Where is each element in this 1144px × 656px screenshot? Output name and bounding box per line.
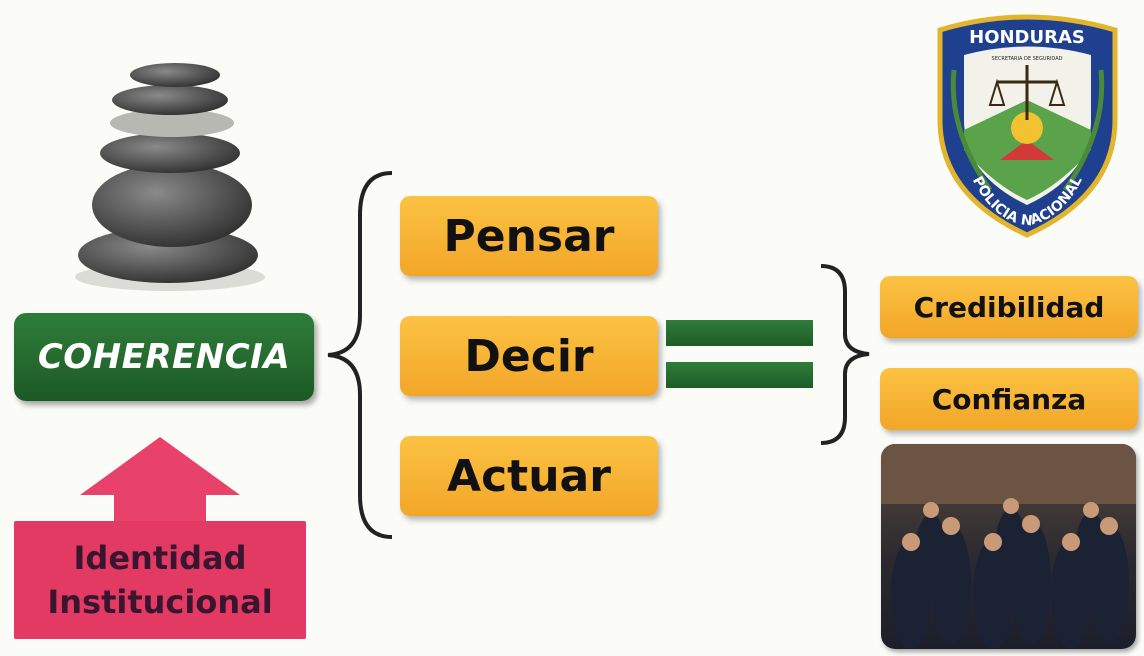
- action-box-decir: Decir: [400, 316, 658, 396]
- policia-nacional-badge-logo: HONDURAS SECRETARIA DE SEGURIDAD POLICIA…: [937, 14, 1118, 238]
- right-brace-icon: [820, 264, 870, 445]
- result-box-credibilidad: Credibilidad: [880, 276, 1138, 338]
- result-box-confianza: Confianza: [880, 368, 1138, 430]
- equals-bar-bottom: [666, 362, 813, 388]
- up-arrow-icon: [14, 437, 306, 639]
- action-box-pensar: Pensar: [400, 196, 658, 276]
- identidad-line1: Identidad: [73, 539, 247, 577]
- stacked-stones-image: [75, 63, 265, 291]
- left-brace-icon: [327, 171, 393, 539]
- equals-bar-top: [666, 320, 813, 346]
- police-figures-illustration: [881, 444, 1136, 649]
- action-box-actuar: Actuar: [400, 436, 658, 516]
- identidad-line2: Institucional: [47, 583, 273, 621]
- badge-sub-text: SECRETARIA DE SEGURIDAD: [992, 56, 1063, 62]
- badge-top-text: HONDURAS: [969, 27, 1085, 48]
- police-group-photo: [881, 444, 1136, 649]
- identidad-institucional-label: Identidad Institucional: [14, 525, 306, 635]
- coherencia-box: COHERENCIA: [14, 313, 314, 401]
